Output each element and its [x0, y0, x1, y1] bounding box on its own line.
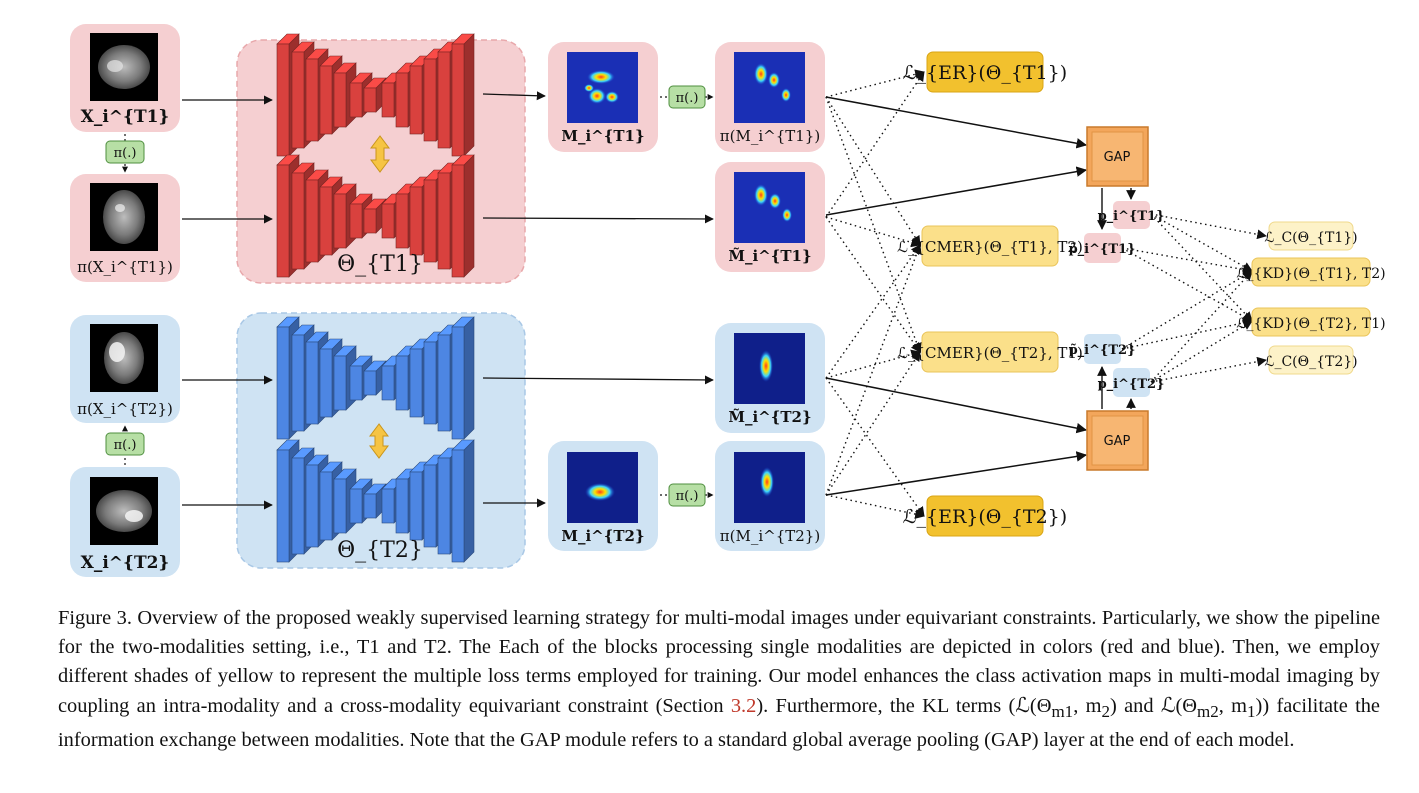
prob-p-t1: p_i^{T1}	[1098, 201, 1165, 229]
svg-text:ℒ_C(Θ_{T1}): ℒ_C(Θ_{T1})	[1264, 230, 1357, 246]
loss-c-t1: ℒ_C(Θ_{T1})	[1264, 221, 1358, 251]
label-mt-t1: M̃_i^{T1}	[728, 247, 811, 265]
loss-er-t2: ℒ_{ER}(Θ_{T2})	[903, 495, 1067, 537]
prob-pt-t2: p̃_i^{T2}	[1069, 334, 1136, 364]
svg-text:π(.): π(.)	[676, 489, 699, 504]
double-arrow-icon	[369, 423, 389, 459]
svg-text:π(.): π(.)	[114, 438, 137, 453]
label-pi-m-t1: π(M_i^{T1})	[720, 127, 820, 145]
section-reference-link[interactable]: 3.2	[730, 694, 757, 717]
svg-text:ℒ_{ER}(Θ_{T2}): ℒ_{ER}(Θ_{T2})	[903, 506, 1067, 528]
activation-map-icon	[734, 52, 805, 123]
mri-image-icon	[90, 477, 158, 545]
arrow-pi-m-t2-to-gap	[825, 451, 1088, 496]
loss-kd-t1: ℒ_{KD}(Θ_{T1}, T2)	[1236, 257, 1386, 287]
figure-caption: Figure 3. Overview of the proposed weakl…	[58, 607, 1380, 751]
svg-text:ℒ_{CMER}(Θ_{T2}, T1): ℒ_{CMER}(Θ_{T2}, T1)	[897, 344, 1083, 362]
pi-op-box-map-t2: π(.)	[668, 483, 706, 507]
mri-image-icon	[90, 183, 158, 251]
prob-pt-t1: p̃_i^{T1}	[1069, 233, 1136, 263]
label-x-t2: X_i^{T2}	[81, 553, 170, 573]
pipeline-diagram: X_i^{T1} π(X_i^{T1}) π(X_i^{T2}) X_i^{T2…	[70, 24, 1386, 577]
svg-text:p̃_i^{T2}: p̃_i^{T2}	[1069, 343, 1136, 358]
loss-cmer-t2: ℒ_{CMER}(Θ_{T2}, T1)	[897, 331, 1083, 373]
activation-map-icon	[567, 452, 638, 523]
network-t1-upper	[276, 33, 475, 157]
label-pi-x-t2: π(X_i^{T2})	[77, 400, 173, 418]
theta-t2-label: Θ_{T2}	[337, 538, 423, 563]
svg-text:p_i^{T2}: p_i^{T2}	[1098, 377, 1165, 392]
arrow-pi-m-t1-to-gap	[825, 96, 1088, 149]
activation-map-icon	[734, 452, 805, 523]
svg-text:GAP: GAP	[1104, 150, 1131, 165]
network-t2-lower	[276, 439, 475, 563]
activation-map-icon	[567, 52, 638, 123]
prob-p-t2: p_i^{T2}	[1098, 368, 1165, 397]
label-m-t2: M_i^{T2}	[561, 527, 644, 545]
mri-image-icon	[90, 33, 158, 101]
pi-op-box-t2: π(.)	[105, 432, 145, 456]
loss-connections	[825, 69, 925, 519]
label-m-t1: M_i^{T1}	[561, 127, 644, 145]
loss-er-t1: ℒ_{ER}(Θ_{T1})	[903, 51, 1067, 93]
label-mt-t2: M̃_i^{T2}	[728, 408, 811, 426]
label-pi-x-t1: π(X_i^{T1})	[77, 258, 173, 276]
arrow-net-to-mt-t1	[482, 214, 714, 224]
pi-op-box-map-t1: π(.)	[668, 85, 706, 109]
loss-c-t2: ℒ_C(Θ_{T2})	[1264, 345, 1358, 375]
svg-text:ℒ_{ER}(Θ_{T1}): ℒ_{ER}(Θ_{T1})	[903, 62, 1067, 84]
svg-text:ℒ_C(Θ_{T2}): ℒ_C(Θ_{T2})	[1264, 354, 1357, 370]
mri-image-icon	[90, 324, 158, 392]
network-t1-lower	[276, 154, 475, 278]
pi-op-box-t1: π(.)	[105, 140, 145, 164]
kd-connections	[1121, 213, 1267, 383]
loss-cmer-t1: ℒ_{CMER}(Θ_{T1}, T2)	[897, 225, 1083, 267]
arrow-mt-t1-to-gap	[825, 166, 1088, 216]
svg-text:p_i^{T1}: p_i^{T1}	[1098, 209, 1165, 224]
svg-text:ℒ_{KD}(Θ_{T2}, T1): ℒ_{KD}(Θ_{T2}, T1)	[1236, 316, 1385, 332]
svg-text:ℒ_{KD}(Θ_{T1}, T2): ℒ_{KD}(Θ_{T1}, T2)	[1236, 266, 1385, 282]
double-arrow-icon	[370, 135, 390, 173]
gap-module-t1: GAP	[1086, 126, 1149, 187]
label-x-t1: X_i^{T1}	[81, 107, 170, 127]
svg-text:π(.): π(.)	[676, 91, 699, 106]
arrow-net-to-m-t1	[482, 91, 546, 101]
svg-text:ℒ_{CMER}(Θ_{T1}, T2): ℒ_{CMER}(Θ_{T1}, T2)	[897, 238, 1083, 256]
svg-text:GAP: GAP	[1104, 434, 1131, 449]
svg-text:p̃_i^{T1}: p̃_i^{T1}	[1069, 242, 1136, 257]
loss-kd-t2: ℒ_{KD}(Θ_{T2}, T1)	[1236, 307, 1386, 337]
arrow-net-to-mt-t2	[482, 375, 714, 385]
gap-module-t2: GAP	[1086, 410, 1149, 471]
network-t2-upper	[276, 316, 475, 440]
theta-t1-label: Θ_{T1}	[337, 252, 423, 277]
arrow-mt-t2-to-gap	[825, 377, 1088, 434]
label-pi-m-t2: π(M_i^{T2})	[720, 527, 820, 545]
svg-text:π(.): π(.)	[114, 146, 137, 161]
activation-map-icon	[734, 333, 805, 404]
activation-map-icon	[734, 172, 805, 243]
encoder-decoder-networks	[276, 33, 475, 563]
